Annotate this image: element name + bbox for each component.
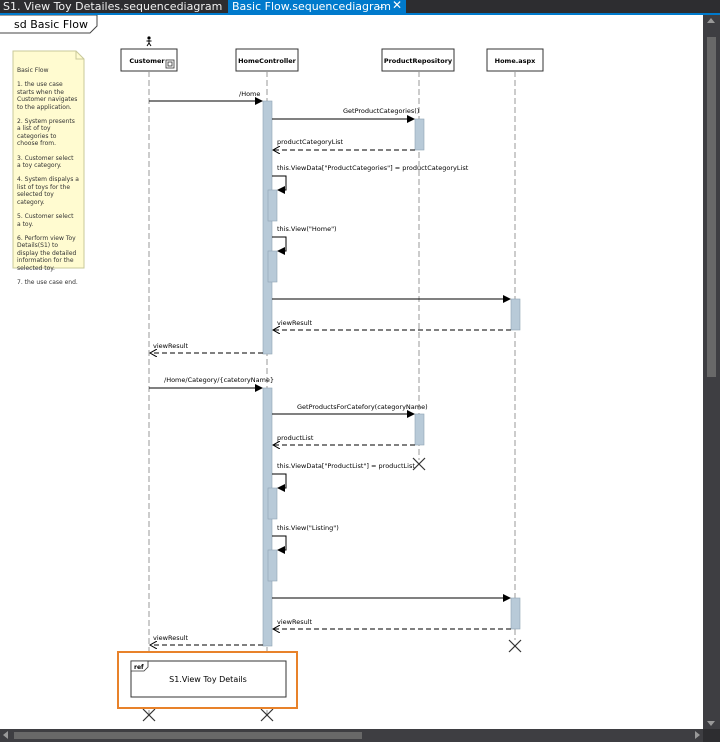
destroy-home-aspx-icon <box>508 639 522 653</box>
vertical-scroll-thumb[interactable] <box>707 37 716 377</box>
horizontal-scroll-thumb[interactable] <box>14 732 362 739</box>
message-view-listing-label: this.View("Listing") <box>277 524 339 532</box>
basic-flow-note[interactable] <box>12 50 85 269</box>
note-line-5: 5. Customer select a toy. <box>17 213 74 228</box>
activation-home-aspx-2 <box>510 597 521 630</box>
note-line-1: 1. the use case starts when the Customer… <box>17 81 78 111</box>
return-viewresult-customer[interactable]: viewResult <box>150 342 263 353</box>
return-productcategorylist[interactable]: productCategoryList <box>273 138 415 150</box>
message-getproductcategories-label: GetProductCategories() <box>343 107 419 115</box>
activation-bars <box>262 100 521 647</box>
message-getproductcategories[interactable]: GetProductCategories() <box>272 107 419 123</box>
message-home-category[interactable]: /Home/Category/{catetoryName} <box>149 376 274 392</box>
message-viewdata-productlist[interactable]: this.ViewData["ProductList"] = productLi… <box>272 462 415 492</box>
message-viewdata-productcategories-label: this.ViewData["ProductCategories"] = pro… <box>277 164 469 172</box>
vertical-scrollbar[interactable] <box>703 15 720 729</box>
activation-self-view-2 <box>267 549 278 582</box>
return-productlist-label: productList <box>277 434 314 442</box>
note-title: Basic Flow <box>17 67 49 74</box>
return-viewresult-customer-label: viewResult <box>153 342 189 350</box>
message-getproductsforcategory[interactable]: GetProductsForCatefory(categoryName) <box>272 403 428 418</box>
message-getproductsforcategory-label: GetProductsForCatefory(categoryName) <box>297 403 428 411</box>
note-line-2: 2. System presents a list of toy categor… <box>17 118 75 148</box>
lifeline-productrepository[interactable]: ProductRepository <box>381 48 455 72</box>
scroll-up-icon[interactable] <box>707 18 715 23</box>
pin-icon[interactable]: ⫠ <box>378 1 384 11</box>
return-viewresult-home-aspx-label: viewResult <box>277 319 313 327</box>
message-viewdata-productlist-label: this.ViewData["ProductList"] = productLi… <box>277 462 415 470</box>
note-text: Basic Flow 1. the use case starts when t… <box>17 67 79 293</box>
destroy-productrepository-icon <box>412 457 426 471</box>
return-viewresult-home-aspx[interactable]: viewResult <box>273 319 511 330</box>
activation-self-view-1 <box>267 250 278 283</box>
lifeline-homecontroller-label: HomeController <box>238 57 297 65</box>
message-view-home-label: this.View("Home") <box>277 225 337 233</box>
scrollbar-corner <box>703 729 720 742</box>
lifeline-home-aspx[interactable]: Home.aspx <box>486 48 544 72</box>
ref-interaction-s1-view-toy-details[interactable]: ref S1.View Toy Details <box>117 651 298 709</box>
note-line-4: 4. System dispalys a list of toys for th… <box>17 176 79 206</box>
ref-tag: ref <box>134 664 144 671</box>
ref-label: S1.View Toy Details <box>169 675 247 684</box>
lifeline-productrepository-label: ProductRepository <box>384 57 453 65</box>
message-home[interactable]: /Home <box>149 90 263 105</box>
scroll-down-icon[interactable] <box>707 721 715 726</box>
lifeline-customer[interactable]: Customer <box>120 36 178 72</box>
lifeline-homecontroller[interactable]: HomeController <box>235 48 299 72</box>
message-view-listing[interactable]: this.View("Listing") <box>272 524 339 554</box>
destroy-customer-icon <box>142 708 156 722</box>
sequence-diagram: sd Basic Flow Customer Home <box>0 15 544 722</box>
tab-underline <box>0 13 720 15</box>
activation-self-viewdata-1 <box>267 189 278 222</box>
lifeline-customer-label: Customer <box>129 57 165 65</box>
activation-homecontroller-1 <box>262 100 273 355</box>
message-home-label: /Home <box>239 90 260 98</box>
note-line-3: 3. Customer select a toy category. <box>17 154 74 170</box>
return-viewresult-customer-2[interactable]: viewResult <box>150 634 263 645</box>
message-home-category-label: /Home/Category/{catetoryName} <box>164 376 274 384</box>
message-viewdata-productcategories[interactable]: this.ViewData["ProductCategories"] = pro… <box>272 164 469 194</box>
return-viewresult-home-aspx-2-label: viewResult <box>277 618 313 626</box>
collapse-icon[interactable] <box>165 59 175 69</box>
close-icon[interactable]: ✕ <box>391 0 402 12</box>
activation-productrepository-2 <box>414 413 425 446</box>
actor-icon <box>146 36 152 47</box>
message-view-home[interactable]: this.View("Home") <box>272 225 337 255</box>
scroll-right-icon[interactable] <box>695 731 700 739</box>
frame-label: sd Basic Flow <box>0 15 98 34</box>
document-tab-bar: S1. View Toy Detailes.sequencediagram Ba… <box>0 0 720 13</box>
note-line-7: 7. the use case end. <box>17 278 78 286</box>
diagram-canvas[interactable]: sd Basic Flow Customer Home <box>0 15 703 729</box>
activation-self-viewdata-2 <box>267 487 278 520</box>
return-viewresult-home-aspx-2[interactable]: viewResult <box>273 618 511 629</box>
return-productlist[interactable]: productList <box>273 434 415 445</box>
horizontal-scrollbar[interactable] <box>0 729 703 742</box>
activation-home-aspx-1 <box>510 298 521 331</box>
tab-basic-flow-label: Basic Flow.sequencediagram <box>232 0 391 13</box>
destroy-homecontroller-icon <box>260 708 274 722</box>
tab-basic-flow[interactable]: Basic Flow.sequencediagram ⫠ ✕ <box>228 0 406 13</box>
lifeline-home-aspx-label: Home.aspx <box>495 57 536 65</box>
return-viewresult-customer-2-label: viewResult <box>153 634 189 642</box>
frame-title: sd Basic Flow <box>14 18 88 31</box>
activation-productrepository-1 <box>414 118 425 151</box>
note-line-6: 6. Perform view Toy Details(S1) to displ… <box>17 234 77 272</box>
tab-s1-view-toy-details[interactable]: S1. View Toy Detailes.sequencediagram <box>0 0 226 13</box>
return-productcategorylist-label: productCategoryList <box>277 138 344 146</box>
scroll-left-icon[interactable] <box>3 731 8 739</box>
